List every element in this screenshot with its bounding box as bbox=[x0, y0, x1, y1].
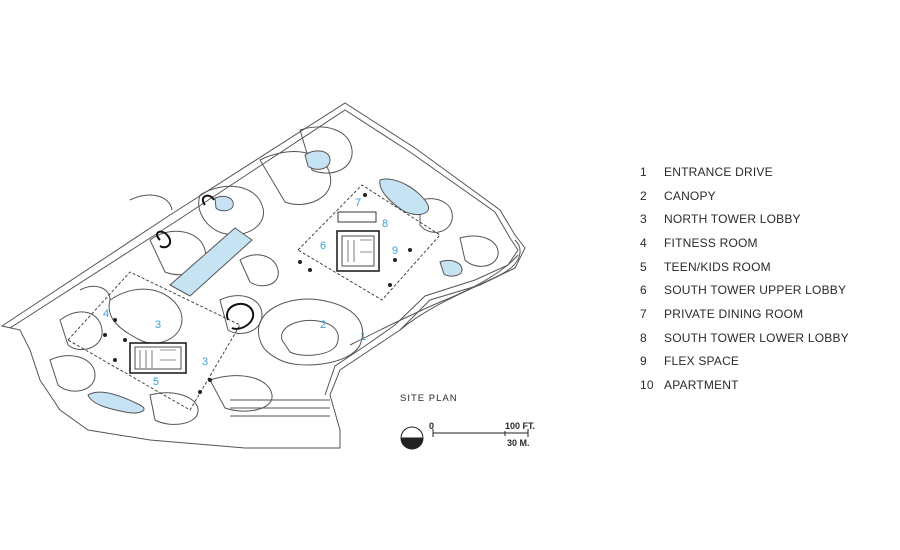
south-tower-footprint bbox=[297, 184, 441, 301]
legend-item: 8 SOUTH TOWER LOWER LOBBY bbox=[640, 326, 880, 350]
legend-number: 7 bbox=[640, 306, 647, 321]
plan-label-3-north: 3 bbox=[155, 319, 161, 331]
plan-label-2: 2 bbox=[320, 319, 326, 331]
legend-item: 7 PRIVATE DINING ROOM bbox=[640, 302, 880, 326]
legend-number: 10 bbox=[640, 378, 654, 393]
legend-item: 9 FLEX SPACE bbox=[640, 350, 880, 374]
legend-number: 6 bbox=[640, 283, 647, 298]
plan-label-4: 4 bbox=[103, 308, 109, 320]
main-pool bbox=[169, 227, 253, 297]
legend-item: 4 FITNESS ROOM bbox=[640, 231, 880, 255]
scale-bar bbox=[432, 429, 529, 437]
legend-item: 3 NORTH TOWER LOBBY bbox=[640, 207, 880, 231]
legend-number: 5 bbox=[640, 259, 647, 274]
legend-label: NORTH TOWER LOBBY bbox=[664, 212, 801, 227]
legend-item: 2 CANOPY bbox=[640, 184, 880, 208]
legend-label: CANOPY bbox=[664, 188, 716, 203]
legend-number: 4 bbox=[640, 235, 647, 250]
legend-item: 10 APARTMENT bbox=[640, 373, 880, 397]
scale-zero-label: 0 bbox=[429, 421, 435, 431]
legend-label: SOUTH TOWER UPPER LOBBY bbox=[664, 283, 847, 298]
scale-feet-label: 100 FT. bbox=[505, 421, 536, 431]
plan-label-7: 7 bbox=[355, 197, 361, 209]
legend-label: FITNESS ROOM bbox=[664, 235, 758, 250]
legend-label: TEEN/KIDS ROOM bbox=[664, 259, 771, 274]
legend-label: PRIVATE DINING ROOM bbox=[664, 306, 804, 321]
legend-number: 1 bbox=[640, 164, 647, 179]
north-tower-footprint bbox=[67, 271, 241, 411]
legend-item: 5 TEEN/KIDS ROOM bbox=[640, 255, 880, 279]
legend-item: 6 SOUTH TOWER UPPER LOBBY bbox=[640, 278, 880, 302]
legend-label: FLEX SPACE bbox=[664, 354, 740, 369]
legend-label: ENTRANCE DRIVE bbox=[664, 164, 773, 179]
plan-label-6: 6 bbox=[320, 240, 326, 252]
plan-label-9: 9 bbox=[392, 245, 398, 257]
legend-number: 8 bbox=[640, 330, 647, 345]
plan-label-1: 1 bbox=[360, 331, 366, 343]
legend-number: 9 bbox=[640, 354, 647, 369]
site-plan-title: SITE PLAN bbox=[400, 393, 458, 404]
plan-label-5: 5 bbox=[153, 376, 159, 388]
legend-label: SOUTH TOWER LOWER LOBBY bbox=[664, 330, 849, 345]
plan-label-3-south: 3 bbox=[202, 356, 208, 368]
site-boundary bbox=[0, 102, 526, 449]
entrance-drive bbox=[257, 298, 364, 366]
scale-meters-label: 30 M. bbox=[507, 438, 530, 448]
north-arrow-icon bbox=[400, 426, 424, 450]
legend: 1 ENTRANCE DRIVE 2 CANOPY 3 NORTH TOWER LOB… bbox=[640, 160, 880, 397]
legend-label: APARTMENT bbox=[664, 378, 739, 393]
legend-number: 3 bbox=[640, 212, 647, 227]
legend-item: 1 ENTRANCE DRIVE bbox=[640, 160, 880, 184]
legend-number: 2 bbox=[640, 188, 647, 203]
plan-label-8: 8 bbox=[382, 218, 388, 230]
